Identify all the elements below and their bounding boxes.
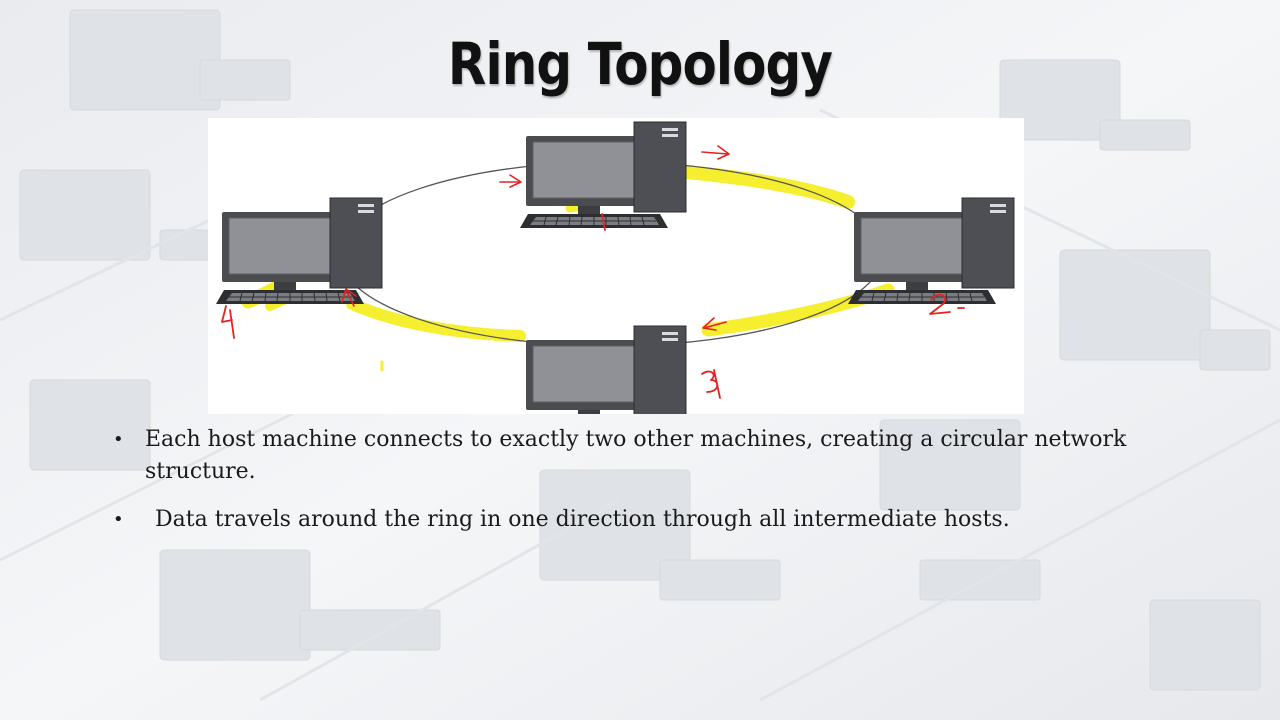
arrow-icon xyxy=(702,317,727,331)
bullet-text: Data travels around the ring in one dire… xyxy=(155,507,1010,532)
node-label-3: 3 xyxy=(711,383,712,385)
bullet-text: Each host machine connects to exactly tw… xyxy=(145,427,1127,484)
computer-icon xyxy=(215,197,383,305)
ring-topology-diagram: 1 2 3 4 xyxy=(208,118,1024,414)
bullet-marker: • xyxy=(113,509,124,530)
bullet-item: • Each host machine connects to exactly … xyxy=(113,424,1135,488)
bullet-marker: • xyxy=(113,429,124,450)
arrow-icon xyxy=(341,288,357,307)
node-label-4: 4 xyxy=(228,322,229,324)
diagram-canvas: 1 2 3 4 xyxy=(215,121,1015,414)
slide-title: Ring Topology xyxy=(447,30,833,98)
computer-icon xyxy=(519,121,687,229)
arrow-icon xyxy=(701,145,730,160)
bullet-item: • Data travels around the ring in one di… xyxy=(113,504,1145,536)
computer-icon xyxy=(519,325,687,414)
computer-icon xyxy=(847,197,1015,305)
arrow-icon xyxy=(499,174,522,188)
